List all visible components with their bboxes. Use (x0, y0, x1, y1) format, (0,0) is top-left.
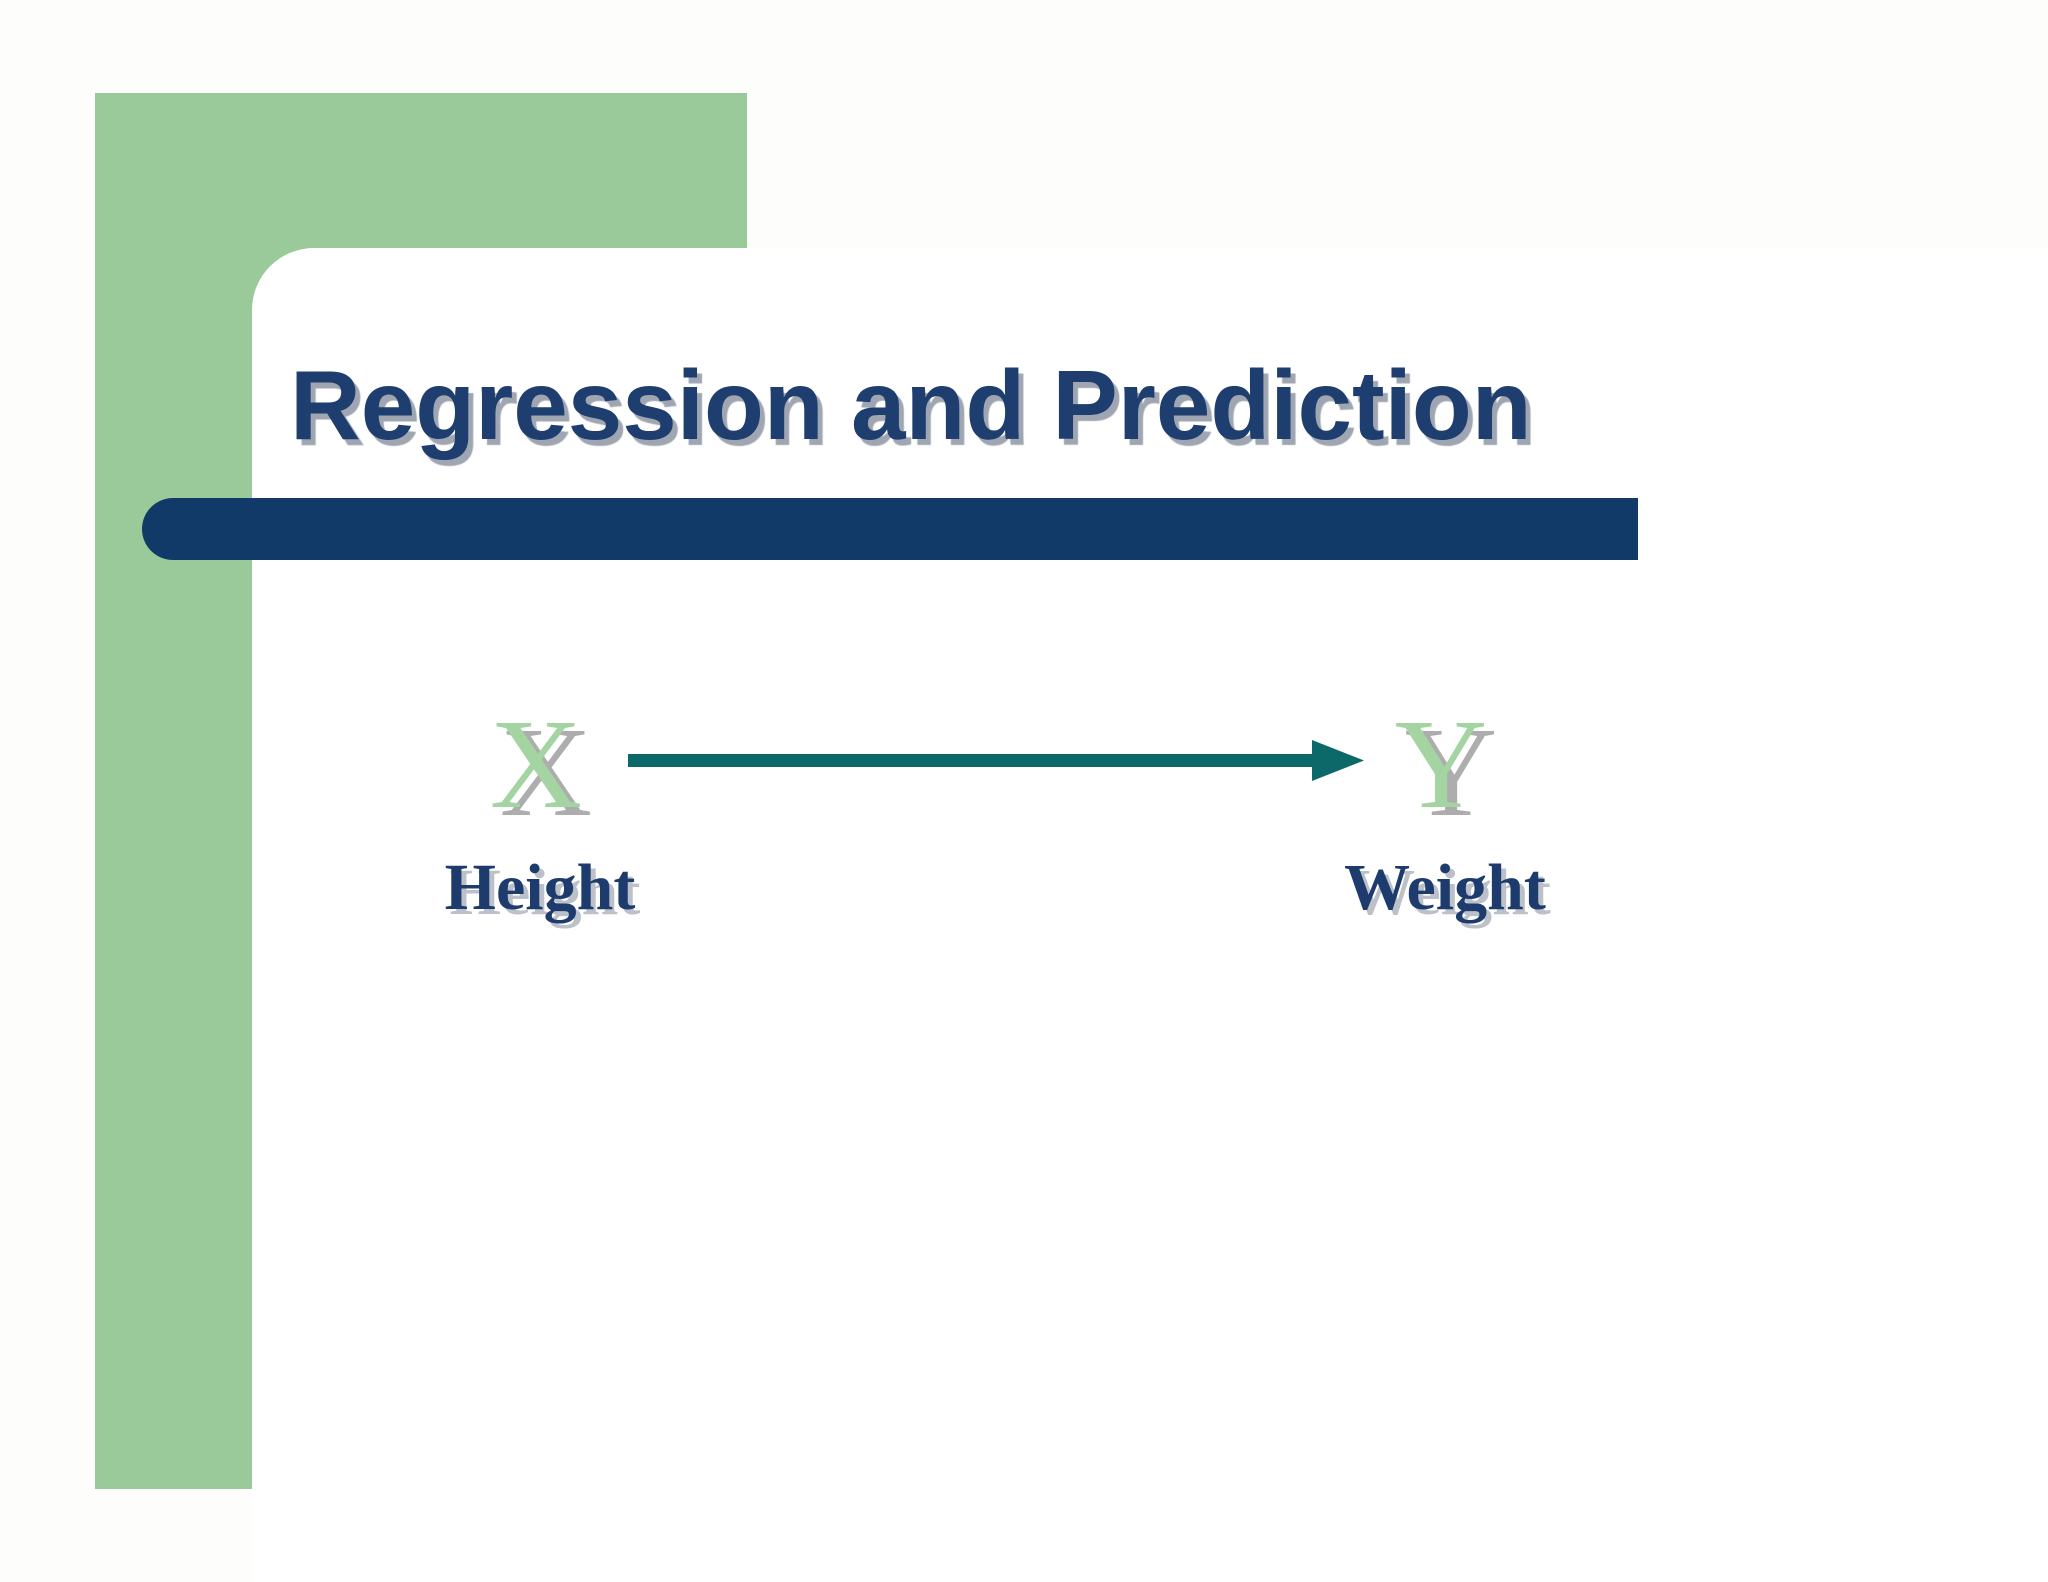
x-variable-label: Height (444, 851, 636, 924)
x-variable-symbol: X (489, 693, 583, 835)
navy-divider-bar (142, 498, 1638, 560)
green-side-bar-decoration (95, 93, 252, 1489)
arrow-right-icon (628, 738, 1364, 783)
content-panel (252, 248, 2048, 1582)
y-variable-label: Weight (1344, 851, 1546, 924)
y-variable-symbol: Y (1394, 693, 1488, 835)
slide-title: Regression and Prediction (290, 350, 1532, 460)
